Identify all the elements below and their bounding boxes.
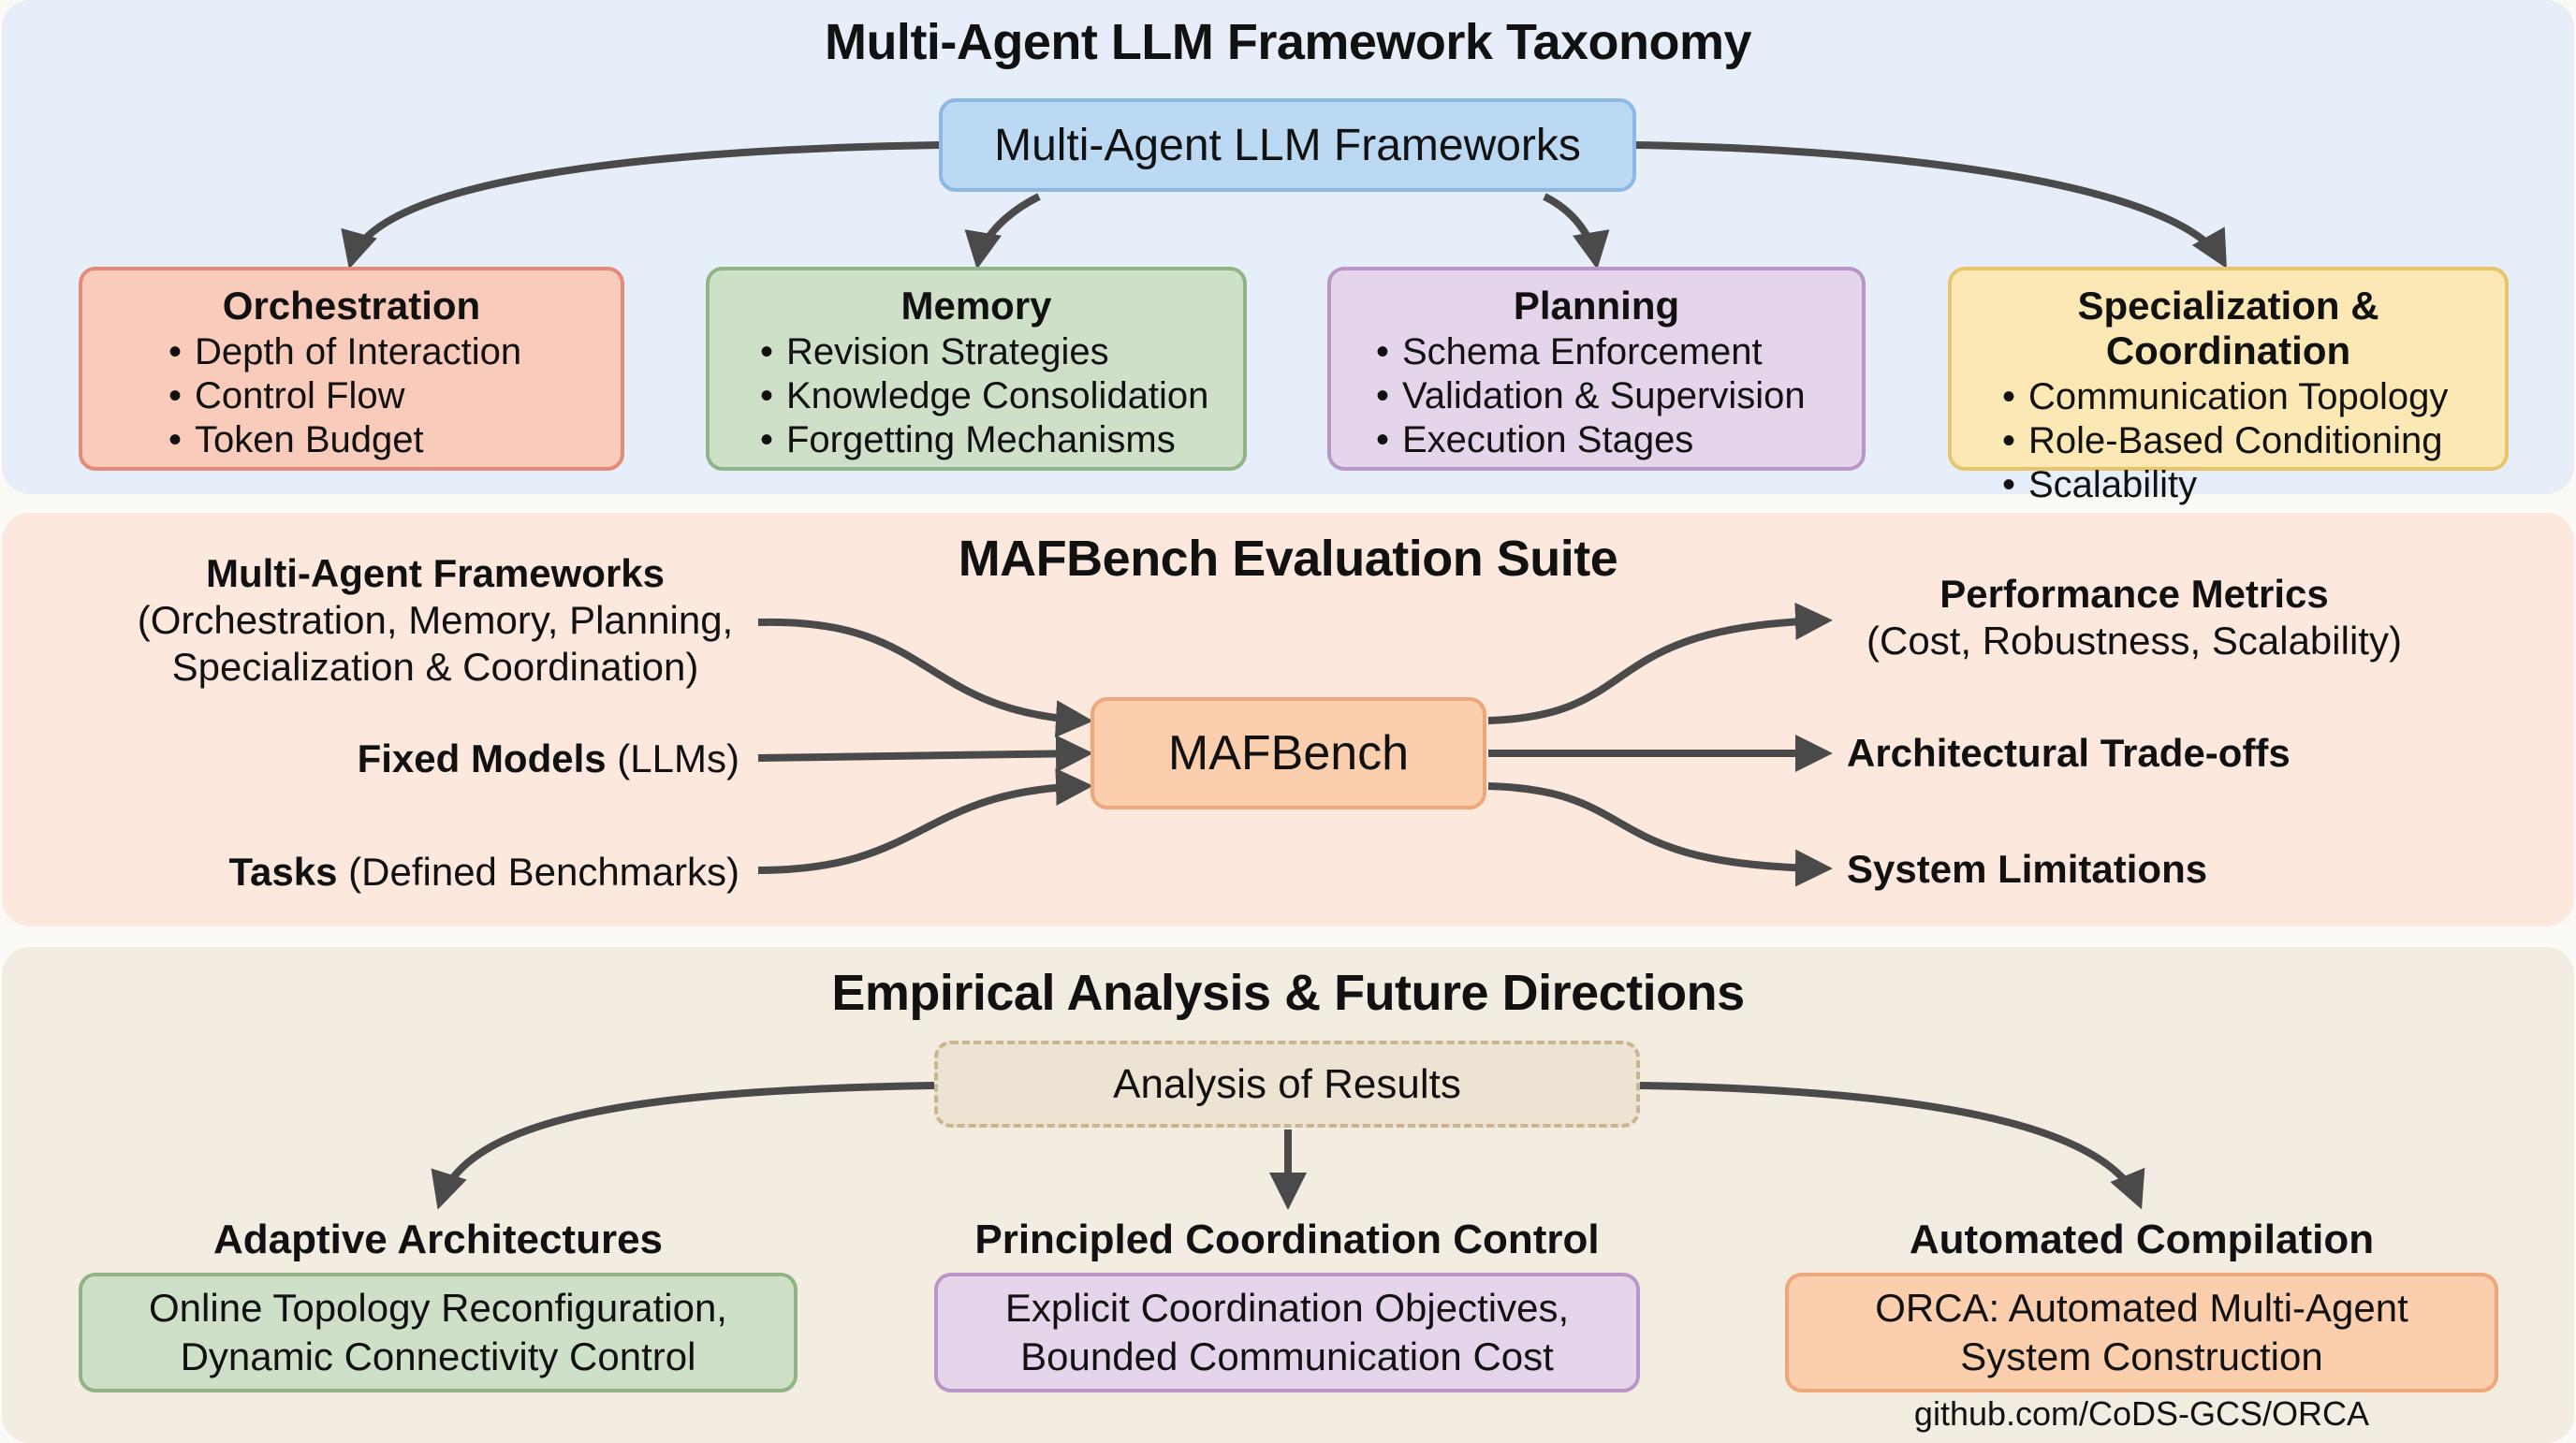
- category-title: Memory: [900, 284, 1052, 328]
- input-frameworks: Multi-Agent Frameworks (Orchestration, M…: [131, 550, 739, 691]
- input-models-detail: (LLMs): [606, 736, 739, 780]
- output-metrics-detail: (Cost, Robustness, Scalability): [1866, 619, 2402, 663]
- future-title: Empirical Analysis & Future Directions: [831, 965, 1745, 1021]
- input-models-title: Fixed Models: [357, 736, 607, 780]
- input-tasks-detail: (Defined Benchmarks): [337, 850, 739, 894]
- taxonomy-title: Multi-Agent LLM Framework Taxonomy: [824, 14, 1752, 70]
- direction-automated-compilation: ORCA: Automated Multi-Agent System Const…: [1785, 1273, 2498, 1392]
- root-label: Multi-Agent LLM Frameworks: [994, 120, 1581, 170]
- category-item: Execution Stages: [1363, 418, 1862, 462]
- category-item: Depth of Interaction: [155, 330, 621, 374]
- input-tasks: Tasks (Defined Benchmarks): [229, 849, 739, 896]
- category-item: Forgetting Mechanisms: [747, 418, 1243, 462]
- category-title: Orchestration: [222, 284, 481, 328]
- output-limitations: System Limitations: [1847, 847, 2208, 891]
- category-item: Knowledge Consolidation: [747, 374, 1243, 418]
- mafbench-node: MAFBench: [1090, 697, 1486, 809]
- direction-heading-principled: Principled Coordination Control: [974, 1217, 1600, 1262]
- category-item: Revision Strategies: [747, 330, 1243, 374]
- direction-line: Dynamic Connectivity Control: [180, 1334, 696, 1378]
- output-metrics: Performance Metrics (Cost, Robustness, S…: [1839, 571, 2429, 664]
- direction-line: Bounded Communication Cost: [1020, 1334, 1554, 1378]
- direction-line: Online Topology Reconfiguration,: [149, 1286, 727, 1330]
- direction-heading-automated: Automated Compilation: [1909, 1217, 2375, 1262]
- category-item: Schema Enforcement: [1363, 330, 1862, 374]
- category-memory: Memory Revision Strategies Knowledge Con…: [706, 267, 1247, 471]
- input-models: Fixed Models (LLMs): [358, 736, 739, 782]
- direction-line: Explicit Coordination Objectives,: [1004, 1286, 1570, 1330]
- direction-principled-coordination: Explicit Coordination Objectives, Bounde…: [934, 1273, 1640, 1392]
- direction-line: System Construction: [1960, 1334, 2323, 1378]
- input-frameworks-title: Multi-Agent Frameworks: [205, 551, 666, 595]
- direction-line: ORCA: Automated Multi-Agent: [1875, 1286, 2408, 1330]
- category-title: Specialization & Coordination: [2077, 284, 2379, 372]
- github-link[interactable]: github.com/CoDS-GCS/ORCA: [1913, 1394, 2370, 1433]
- category-orchestration: Orchestration Depth of Interaction Contr…: [79, 267, 624, 471]
- category-item: Validation & Supervision: [1363, 374, 1862, 418]
- output-tradeoffs: Architectural Trade-offs: [1847, 731, 2291, 775]
- analysis-label: Analysis of Results: [1113, 1060, 1461, 1107]
- category-item: Communication Topology: [1989, 375, 2505, 419]
- mafbench-label: MAFBench: [1167, 726, 1410, 780]
- category-specialization-coordination: Specialization & Coordination Communicat…: [1948, 267, 2509, 505]
- input-frameworks-detail-2: Specialization & Coordination): [171, 645, 699, 689]
- category-item: Scalability: [1989, 463, 2505, 507]
- category-item: Role-Based Conditioning: [1989, 419, 2505, 463]
- category-item: Token Budget: [155, 418, 621, 462]
- input-tasks-title: Tasks: [228, 850, 338, 894]
- evaluation-title: MAFBench Evaluation Suite: [958, 531, 1618, 587]
- category-title: Planning: [1513, 284, 1680, 328]
- category-planning: Planning Schema Enforcement Validation &…: [1327, 267, 1866, 471]
- input-frameworks-detail-1: (Orchestration, Memory, Planning,: [137, 598, 734, 642]
- category-item: Control Flow: [155, 374, 621, 418]
- analysis-node: Analysis of Results: [934, 1041, 1640, 1128]
- output-metrics-title: Performance Metrics: [1939, 572, 2329, 616]
- root-node: Multi-Agent LLM Frameworks: [939, 98, 1636, 192]
- direction-adaptive-architectures: Online Topology Reconfiguration, Dynamic…: [79, 1273, 798, 1392]
- direction-heading-adaptive: Adaptive Architectures: [212, 1217, 664, 1262]
- evaluation-panel: MAFBench Evaluation Suite: [2, 513, 2574, 926]
